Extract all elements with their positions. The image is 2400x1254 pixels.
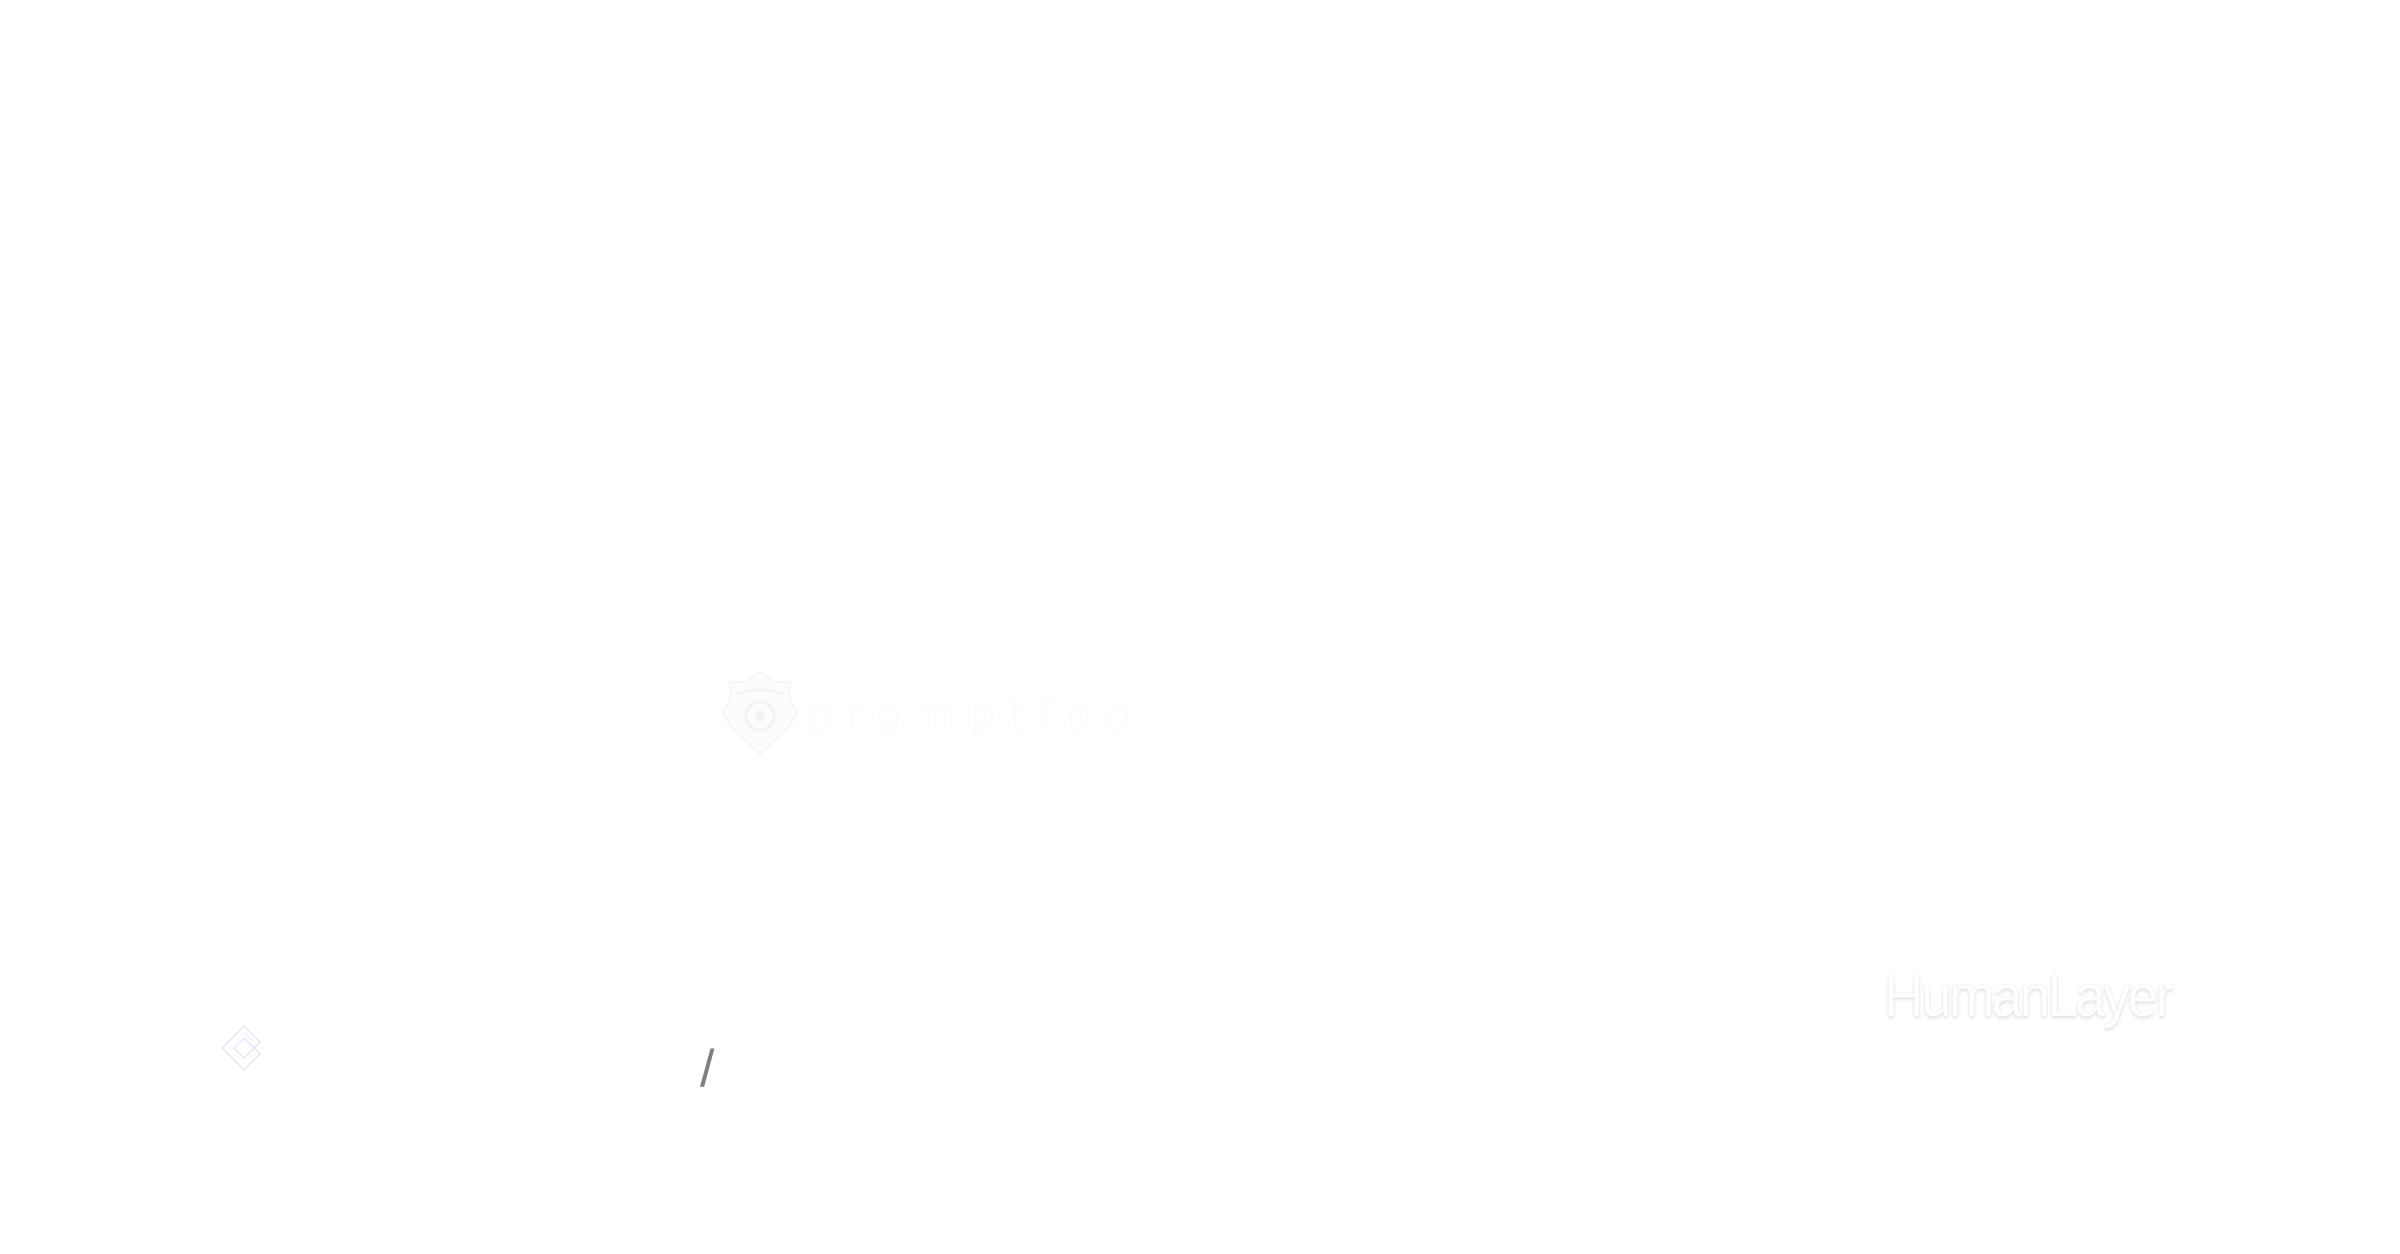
humanlayer-logo[interactable]: HumanLayer xyxy=(1884,964,2174,1029)
promptfoo-wordmark: promptfoo xyxy=(806,690,1144,741)
diamond-logo-icon xyxy=(220,1024,262,1072)
breadcrumb-separator: / xyxy=(700,1040,715,1098)
promptfoo-logo[interactable]: promptfoo xyxy=(718,668,1143,758)
promptfoo-shield-icon xyxy=(720,670,800,756)
